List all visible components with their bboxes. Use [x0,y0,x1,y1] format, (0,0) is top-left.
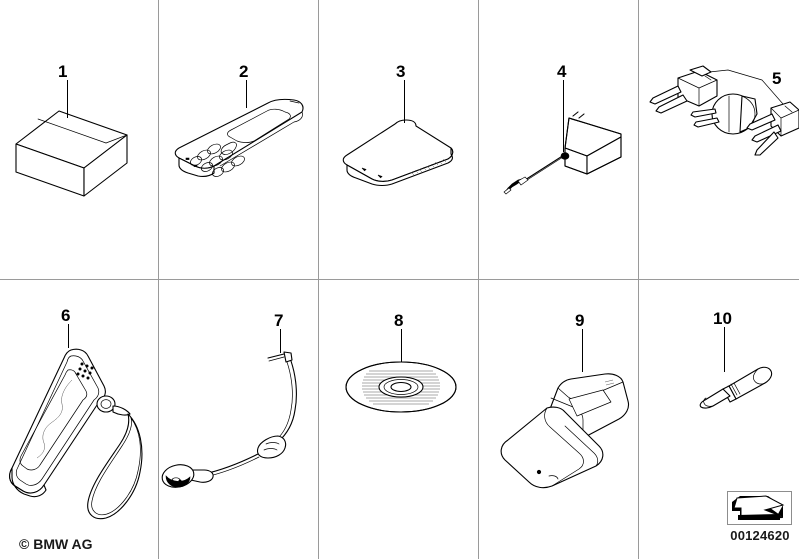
item-1-callout-number: 1 [58,62,68,81]
item-8-software-cd-art [345,361,457,413]
item-6-leader-line [68,324,69,348]
item-9-callout-number: 9 [575,311,585,330]
item-3-battery-pack-art [342,119,454,187]
diagram-id-number: 00124620 [730,528,790,543]
folded-page-arrow-icon [732,495,785,520]
item-8-callout-number: 8 [394,311,404,330]
item-8-leader-line [401,329,402,362]
item-1-packaging-carton-art [15,110,128,197]
grid-divider-vertical-7 [478,280,479,559]
item-7-leader-line [280,329,281,353]
item-5-plug-adapter-set-art [649,65,799,156]
item-10-antenna-connector-art [699,366,773,409]
item-10-callout-number: 10 [713,309,732,328]
item-3-leader-line [404,80,405,123]
grid-divider-vertical-3 [478,0,479,279]
item-2-leader-line [246,80,247,108]
item-1-leader-line [67,80,68,118]
item-9-phone-holder-case-art [500,373,630,489]
item-6-callout-number: 6 [61,306,71,325]
item-2-mobile-phone-art [174,98,304,177]
grid-divider-vertical-6 [318,280,319,559]
copyright-notice: © BMW AG [19,536,93,552]
item-5-callout-number: 5 [772,69,782,88]
diagram-id-box [727,491,792,525]
item-9-leader-line [582,329,583,372]
grid-divider-horizontal [0,279,799,280]
item-3-callout-number: 3 [396,62,406,81]
item-10-leader-line [724,327,725,372]
item-4-power-supply-art [503,111,622,195]
item-4-leader-line [563,80,564,152]
grid-divider-vertical-8 [638,280,639,559]
item-6-phone-cover-lanyard-art [9,348,143,520]
grid-divider-vertical-1 [158,0,159,279]
item-7-callout-number: 7 [274,311,284,330]
item-7-headset-art [161,351,297,488]
grid-divider-vertical-4 [638,0,639,279]
grid-divider-vertical-5 [158,280,159,559]
item-2-callout-number: 2 [239,62,249,81]
item-4-callout-number: 4 [557,62,567,81]
grid-divider-vertical-2 [318,0,319,279]
